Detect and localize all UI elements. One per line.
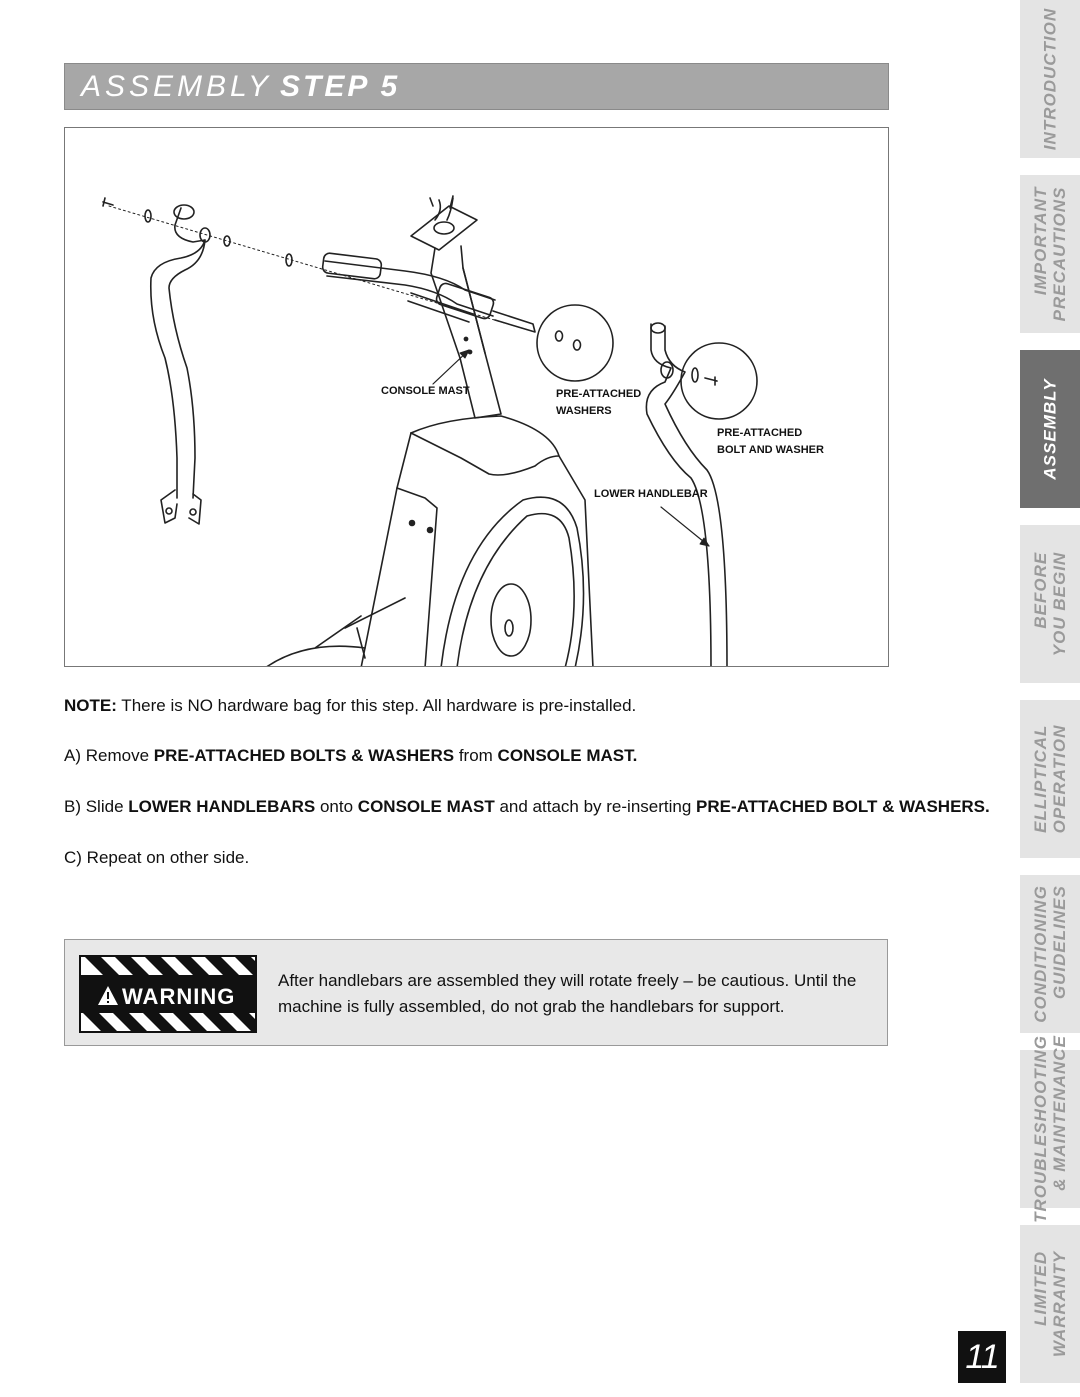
- detail-circle-washers: [536, 304, 614, 382]
- lower-handlebar-left-top: [173, 204, 195, 220]
- assembly-diagram: CONSOLE MAST PRE-ATTACHED WASHERS PRE-AT…: [64, 127, 889, 667]
- side-tab-elliptical-operation[interactable]: ELLIPTICAL OPERATION: [1020, 700, 1080, 858]
- side-tab-assembly[interactable]: ASSEMBLY: [1020, 350, 1080, 508]
- page-number: 11: [958, 1331, 1006, 1383]
- step-a-paragraph: A) Remove PRE-ATTACHED BOLTS & WASHERS f…: [64, 746, 637, 766]
- base-rail: [266, 615, 366, 666]
- label-pre-attached-bolt-1: PRE-ATTACHED: [717, 427, 803, 439]
- hardware-axis-line: [108, 205, 536, 333]
- step-b-mid-2: and attach by re-inserting: [494, 797, 697, 816]
- side-tab-label: IMPORTANT PRECAUTIONS: [1031, 186, 1069, 322]
- detail-circle-bolt: [680, 342, 758, 420]
- step-b-bold-2: CONSOLE MAST: [357, 797, 495, 816]
- side-tab-limited-warranty[interactable]: LIMITED WARRANTY: [1020, 1225, 1080, 1383]
- side-tab-label: CONDITIONING GUIDELINES: [1031, 885, 1069, 1023]
- lower-handlebar-left-bracket: [160, 489, 202, 525]
- side-tab-label: LIMITED WARRANTY: [1031, 1250, 1069, 1358]
- step-c-paragraph: C) Repeat on other side.: [64, 848, 250, 867]
- side-tab-label: ASSEMBLY: [1040, 378, 1060, 480]
- step-a-mid: from: [454, 746, 498, 765]
- handlebar-grip-left: [321, 252, 383, 280]
- side-tab-label: BEFORE YOU BEGIN: [1031, 551, 1069, 657]
- label-console-mast: CONSOLE MAST: [381, 385, 470, 397]
- lower-handlebar-right-top: [650, 322, 666, 334]
- label-lower-handlebar: LOWER HANDLEBAR: [594, 488, 708, 500]
- washer-left-3: [285, 253, 293, 267]
- side-tab-label: TROUBLESHOOTING & MAINTENANCE: [1031, 1035, 1069, 1223]
- side-tab-before-you-begin[interactable]: BEFORE YOU BEGIN: [1020, 525, 1080, 683]
- side-tab-label: INTRODUCTION: [1040, 7, 1060, 151]
- note-paragraph: NOTE: There is NO hardware bag for this …: [64, 696, 636, 716]
- label-pre-attached-washers-2: WASHERS: [556, 405, 612, 417]
- label-pre-attached-bolt-2: BOLT AND WASHER: [717, 444, 824, 456]
- step-b-prefix: B) Slide: [64, 797, 129, 816]
- washer-left-2: [223, 235, 231, 247]
- handlebar-grip-right: [435, 282, 495, 320]
- warning-badge: WARNING: [79, 955, 257, 1033]
- step-title-bold: STEP 5: [279, 70, 401, 103]
- side-tab-conditioning-guidelines[interactable]: CONDITIONING GUIDELINES: [1020, 875, 1080, 1033]
- warning-badge-label: WARNING: [122, 984, 235, 1009]
- side-tab-label: ELLIPTICAL OPERATION: [1031, 724, 1069, 834]
- warning-box: WARNING After handlebars are assembled t…: [64, 939, 888, 1046]
- warning-text: After handlebars are assembled they will…: [278, 971, 857, 1016]
- assembly-illustration: [102, 195, 758, 666]
- base-link: [344, 597, 406, 629]
- step-a-bold-2: CONSOLE MAST.: [497, 746, 638, 765]
- bolt-left: [102, 197, 114, 207]
- mast-top-plate: [410, 205, 478, 251]
- step-a-prefix: A) Remove: [64, 746, 154, 765]
- handlebar-stub-right: [492, 310, 536, 333]
- console-shroud: [410, 415, 594, 666]
- side-tab-troubleshooting-maintenance[interactable]: TROUBLESHOOTING & MAINTENANCE: [1020, 1035, 1080, 1223]
- step-b-bold-3: PRE-ATTACHED BOLT & WASHERS.: [696, 797, 990, 816]
- washer-left-1: [144, 209, 152, 223]
- side-tab-introduction[interactable]: INTRODUCTION: [1020, 0, 1080, 158]
- bolt-right: [704, 376, 718, 386]
- lower-handlebar-left: [149, 207, 206, 499]
- step-title-light: ASSEMBLY: [81, 70, 272, 103]
- flywheel-hub: [490, 583, 532, 657]
- label-pre-attached-washers-1: PRE-ATTACHED: [556, 388, 642, 400]
- note-text: There is NO hardware bag for this step. …: [116, 696, 637, 715]
- note-label: NOTE:: [64, 696, 117, 715]
- leader-lower-handlebar: [660, 506, 710, 547]
- mast-plate-hole: [433, 221, 455, 235]
- side-tab-important-precautions[interactable]: IMPORTANT PRECAUTIONS: [1020, 175, 1080, 333]
- step-b-paragraph: B) Slide LOWER HANDLEBARS onto CONSOLE M…: [64, 797, 990, 817]
- step-b-mid-1: onto: [315, 797, 358, 816]
- handlebar-inner-tube: [407, 292, 474, 323]
- console-wires: [429, 195, 454, 221]
- flywheel-cover: [440, 496, 585, 666]
- step-a-bold-1: PRE-ATTACHED BOLTS & WASHERS: [153, 746, 455, 765]
- lower-handlebar-right: [645, 323, 712, 666]
- step-b-bold-1: LOWER HANDLEBARS: [128, 797, 316, 816]
